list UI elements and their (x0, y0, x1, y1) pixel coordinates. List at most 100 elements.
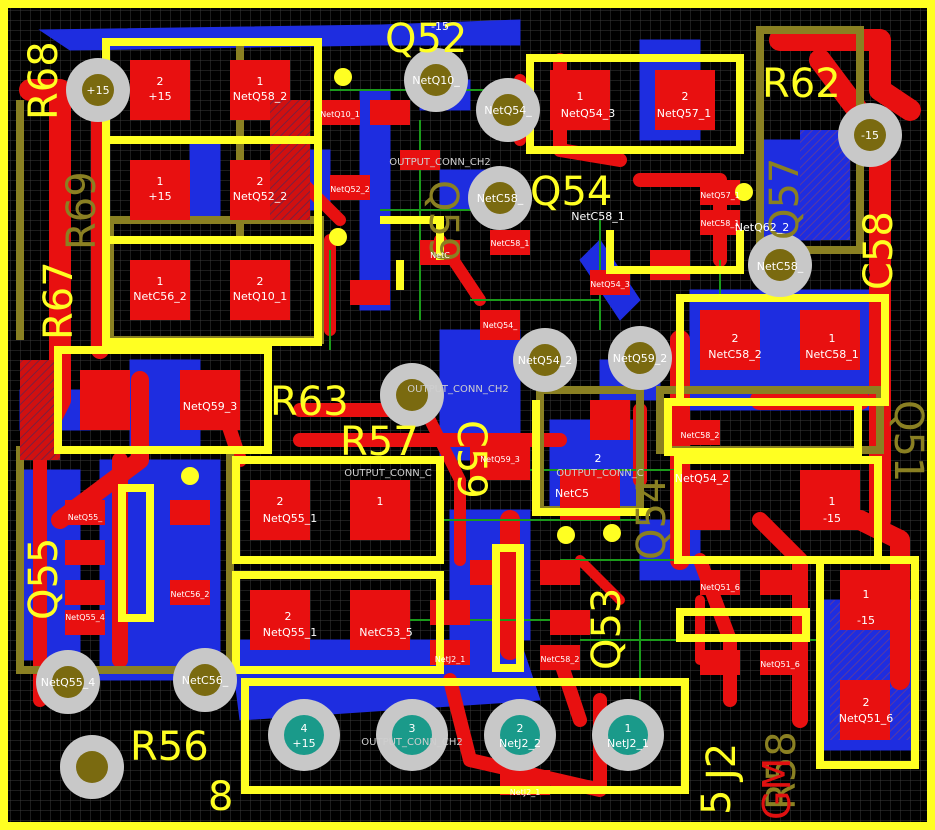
designator-r58: R58 (759, 731, 805, 810)
designator-c58: C58 (856, 211, 902, 290)
small-pad-label: NetQ55_4 (65, 613, 105, 622)
pad-net-label: +15 (148, 190, 171, 203)
pad-net-label: NetQ54_ (484, 104, 532, 117)
pad-pin-label: 1 (257, 75, 264, 88)
designator-c59: C59 (448, 420, 494, 499)
small-pad-label: NetQ54_3 (590, 280, 630, 289)
designator-q53: Q53 (584, 588, 630, 670)
pad-net-label: NetC58_1 (805, 348, 859, 361)
small-pad-label: NetJ2_1 (435, 655, 466, 664)
pad-net-label: NetC53_5 (359, 626, 413, 639)
small-pad-label: NetQ52_2 (330, 185, 370, 194)
pad-net-label: +15 (86, 84, 109, 97)
designator-q57: Q57 (762, 158, 808, 240)
smd-pads (65, 60, 890, 795)
pad-pin-label: 2 (682, 90, 689, 103)
pad-net-label: NetC58_2 (708, 348, 762, 361)
pad-net-label: NetQ55_4 (41, 676, 95, 689)
designator-5: 5 (694, 790, 740, 815)
pad-pin-label: 2 (285, 610, 292, 623)
small-pad-label: NetC58_2 (541, 655, 580, 664)
pad-pin-label: 2 (732, 332, 739, 345)
pad-pin-label: 1 (157, 275, 164, 288)
connector-pin-number: 4 (301, 722, 308, 735)
pad-net-label: NetQ57_1 (657, 107, 711, 120)
small-pad-label: NetC58_1 (491, 239, 530, 248)
small-pad-label: NetQ59_3 (480, 455, 520, 464)
pad-net-label: NetQ52_2 (233, 190, 287, 203)
connector-pin-net: NetJ2_1 (607, 737, 649, 750)
small-pad-label: NetQ55_ (68, 513, 104, 522)
connector-pin-net: +15 (292, 737, 315, 750)
connector-pin-net: NetJ2_2 (499, 737, 541, 750)
net-label-output-conn: OUTPUT_CONN_CH2 (389, 157, 490, 168)
small-pad-label: NetQ51_6 (700, 583, 740, 592)
designator-j2: J2 (699, 743, 745, 783)
pad-net-label: NetQ62_2 (735, 221, 789, 234)
small-pad-label: NetC56_2 (171, 590, 210, 599)
designator-r57: R57 (340, 419, 419, 465)
small-pad-label: NetQ10_1 (320, 110, 360, 119)
designator-r62: R62 (762, 61, 841, 107)
pad-pin-label: 2 (157, 75, 164, 88)
designator-r69: R69 (59, 171, 105, 250)
hatch-pad-area-2 (20, 360, 60, 460)
pad-pin-label: 1 (157, 175, 164, 188)
designator-r67: R67 (36, 261, 82, 340)
via-pads (36, 48, 902, 799)
pad-net-label: NetQ10_1 (233, 290, 287, 303)
designator-8: 8 (208, 774, 233, 820)
pad-net-label: -15 (861, 129, 879, 142)
pad-pin-label: 1 (863, 588, 870, 601)
small-pad-label: NetC58_1 (701, 219, 740, 228)
small-pad-label: NetQ54_ (483, 321, 519, 330)
net-label-output-conn: OUTPUT_CONN_C (344, 468, 432, 479)
pad-pin-label: 1 (829, 332, 836, 345)
pad-net-label: NetQ54_3 (561, 107, 615, 120)
pad-pin-label: 2 (595, 452, 602, 465)
pad-net-label: NetQ54_2 (675, 472, 729, 485)
designator-gm: GM (755, 758, 799, 820)
pad-net-label: NetC56_ (182, 674, 229, 687)
pad-net-label: NetQ59_2 (613, 352, 667, 365)
connector-pin-number: 1 (625, 722, 632, 735)
small-pad-label: NetC58_2 (681, 431, 720, 440)
pad-pin-label: 2 (257, 175, 264, 188)
pad-net-label: NetC58_ (757, 260, 804, 273)
pad-pin-label: 2 (257, 275, 264, 288)
designator-q59: Q59 (420, 180, 466, 262)
designator-r56: R56 (130, 724, 209, 770)
pad-net-label: NetQ55_1 (263, 512, 317, 525)
small-pad-label: NetJ2_1 (510, 788, 541, 797)
pad-pin-label: 1 (377, 495, 384, 508)
pad-net-label: NetQ58_2 (233, 90, 287, 103)
designator-r68: R68 (21, 41, 67, 120)
designator-q54: Q54 (530, 169, 612, 215)
small-pad-label: NetQ57_1 (700, 191, 740, 200)
pad-net-label: -15 (431, 20, 449, 33)
pad-pin-label: 1 (829, 495, 836, 508)
pad-pin-label: 2 (277, 495, 284, 508)
designator-q54-bottom: Q54 (629, 478, 675, 560)
pad-pin-label: 1 (577, 90, 584, 103)
connector-pin-number: 2 (517, 722, 524, 735)
pad-net-label: NetC58_1 (571, 210, 625, 223)
pad-net-label: NetC56_2 (133, 290, 187, 303)
designator-r63: R63 (270, 379, 349, 425)
pad-net-label: NetQ59_3 (183, 400, 237, 413)
designator-q51: Q51 (885, 400, 931, 482)
pad-net-label: NetQ10_ (412, 74, 460, 87)
pad-net-label: NetC58_ (477, 192, 524, 205)
pad-net-label: -15 (857, 614, 875, 627)
designator-q52: Q52 (385, 16, 467, 62)
pad-net-label: NetC5 (555, 487, 589, 500)
connector-net-label: OUTPUT_CONN_CH2 (361, 737, 462, 748)
designator-q55: Q55 (21, 538, 67, 620)
pad-net-label: +15 (148, 90, 171, 103)
pad-net-label: NetQ54_2 (518, 354, 572, 367)
net-label-output-conn: OUTPUT_CONN_CH2 (407, 384, 508, 395)
pad-net-label: -15 (823, 512, 841, 525)
